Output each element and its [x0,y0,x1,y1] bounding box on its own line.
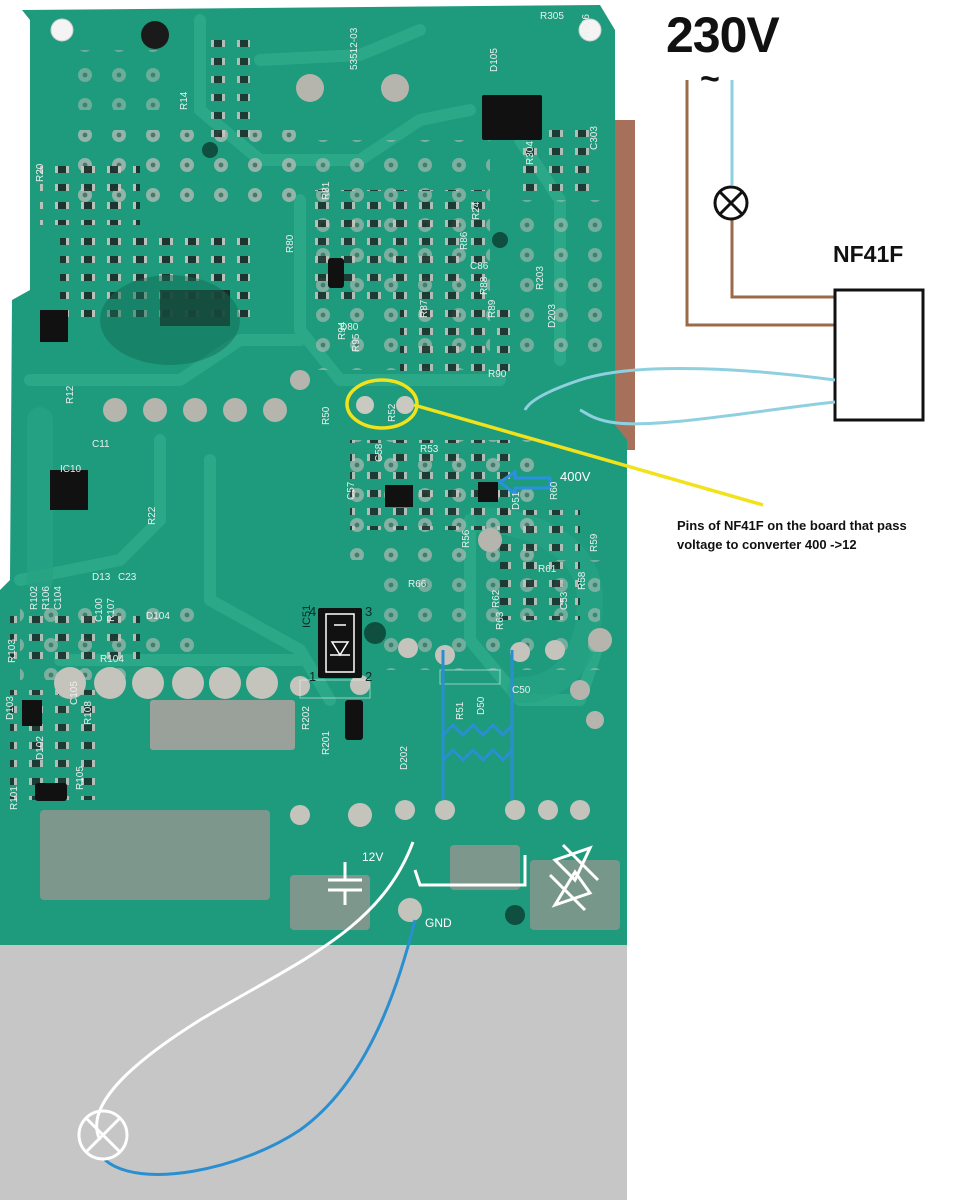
ic51-pin-4: 4 [309,604,317,619]
silkscreen-designator: D51 [511,491,522,510]
silkscreen-designator: R305 [540,11,564,22]
silkscreen-designator: R102 [29,586,40,610]
silkscreen-designator: R60 [549,481,560,500]
silkscreen-designator: R304 [525,141,536,165]
nf41f-output-wires [523,366,836,426]
silkscreen-designator: R14 [179,91,190,110]
large-pads [103,74,612,729]
white-wire-12v [95,841,415,1141]
voltage-400-label: 400V [560,469,591,484]
blue-wire-gnd [104,919,417,1176]
silkscreen-designator: D50 [476,696,487,715]
ic-ic10 [50,470,88,510]
silkscreen-designator: D203 [547,304,558,328]
silkscreen-designator: R51 [455,701,466,720]
smd-components [10,40,600,800]
silkscreen-designator: C100 [94,598,105,622]
lamp-icon [713,185,749,221]
silkscreen-designator: C23 [118,572,137,583]
silkscreen-designator: R103 [7,639,18,663]
silkscreen-designator: R101 [9,786,20,810]
ic51-pin-1: 1 [309,669,317,684]
silkscreen-designator: R88 [479,276,490,295]
diode-icon [548,843,600,912]
silkscreen-designator: C303 [589,126,600,150]
ic51-pin-3: 3 [365,604,373,619]
silkscreen-designator: R61 [538,564,557,575]
silkscreen-designator: R108 [83,701,94,725]
silkscreen-designator: R58 [577,571,588,590]
silkscreen-designator: D13 [92,572,111,583]
output-12v-label: 12V [362,850,384,864]
silkscreen-designator: R104 [100,654,124,665]
silkscreen-designator: R89 [487,299,498,318]
silkscreen-designator: 53512-03 [349,27,360,70]
silkscreen-designator: R20 [35,163,46,182]
silkscreen-designator: R50 [321,406,332,425]
workbench-surface [0,940,627,1200]
silkscreen-designator: R80 [285,234,296,253]
silkscreen-designator: R22 [147,506,158,525]
silkscreen-designator: R53 [420,444,439,455]
silkscreen-designator: D80 [340,322,359,333]
silkscreen-designator: R86 [459,231,470,250]
nf41f-module-box [833,288,925,422]
module-name-label: NF41F [833,241,904,267]
optocoupler-icon [318,608,362,678]
silkscreen-designator: R107 [106,598,117,622]
silkscreen-designator: D102 [35,736,46,760]
silkscreen-designator: R12 [65,385,76,404]
silkscreen-designator: R62 [491,589,502,608]
arrow-icon [497,469,552,498]
ic-optocoupler-top [482,95,542,140]
silkscreen-designator: R56 [461,529,472,548]
silkscreen-designator: C53 [559,591,570,610]
silkscreen-designator: R95 [351,333,362,352]
board-edge-shadow [615,120,635,450]
gnd-label: GND [425,916,452,930]
lamp-icon [77,1109,129,1161]
transformer-icon [441,650,514,800]
nf41f-pin-a [356,396,374,414]
yellow-highlight [345,378,764,507]
silkscreen-designator: R306 [581,14,592,38]
silkscreen-designator: R90 [488,369,507,380]
silkscreen-designator: C50 [512,685,531,696]
silkscreen-designator: D105 [489,48,500,72]
silkscreen-designator: C104 [53,586,64,610]
ic51-pin-2: 2 [365,669,373,684]
silkscreen-designator: R106 [41,586,52,610]
silkscreen-designator: R66 [408,579,427,590]
silkscreen-designator: C105 [69,681,80,705]
silkscreen-designator: R203 [535,266,546,290]
silkscreen-designator: C11 [92,439,110,450]
silkscreen-designator: R63 [495,611,506,630]
pins-note: Pins of NF41F on the board that pass vol… [677,518,907,552]
ic-chips [22,21,542,801]
silkscreen-designator: IC10 [60,464,82,475]
silkscreen-designator: R81 [321,181,332,200]
output-12v-wiring [413,855,527,887]
silkscreen-designator: R105 [75,766,86,790]
silkscreen-designator: D103 [5,696,16,720]
brown-mains-wires [685,80,835,327]
supply-voltage-label: 230V [666,7,780,63]
silkscreen-designator: D202 [399,746,410,770]
capacitor-icon [328,862,362,905]
silkscreen-designator: R24 [471,201,482,220]
silkscreen-designator: D104 [146,611,170,622]
silkscreen-designator: R52 [387,403,398,422]
silkscreen-designator: R201 [321,731,332,755]
silkscreen-designator: R202 [301,706,312,730]
silkscreen-designator: C58 [374,443,385,462]
silkscreen-designator: C86 [470,261,489,272]
silkscreen-designator: R87 [419,299,430,318]
silkscreen-designator: R59 [589,533,600,552]
silkscreen-designator: C57 [346,481,357,500]
nf41f-pin-b [396,396,414,414]
ac-symbol: ~ [700,60,720,98]
